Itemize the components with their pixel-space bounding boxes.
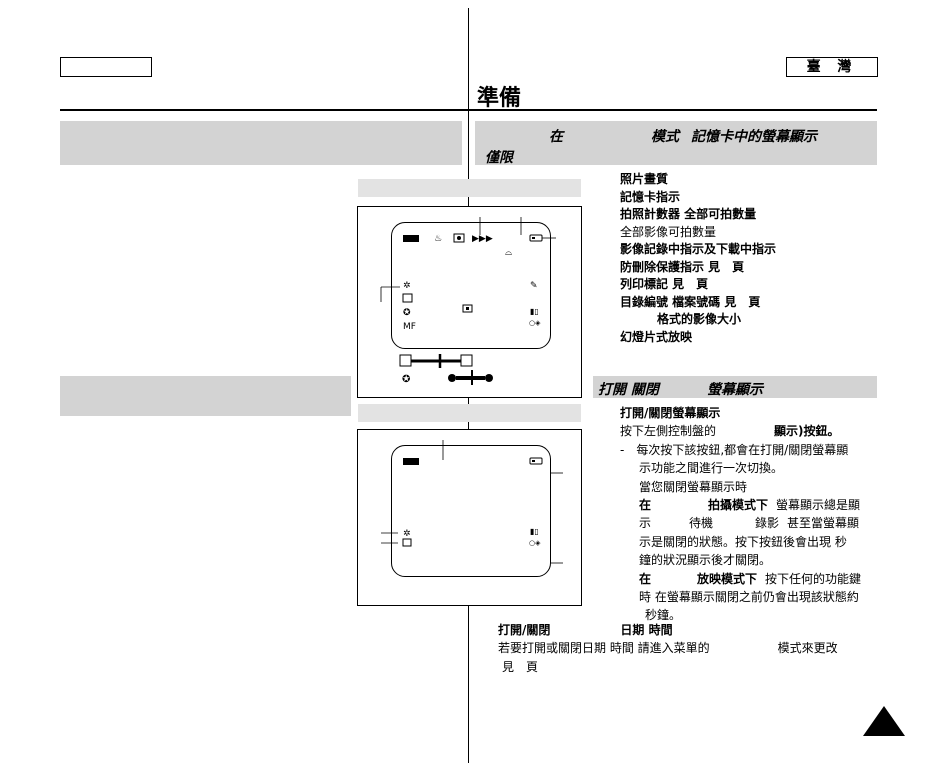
slider-left-box [399,354,412,367]
osd-list: 照片畫質 記憶卡指示 拍照計數器 全部可拍數量 全部影像可拍數量 影像記錄中指示… [620,171,776,346]
diagram-1-frame: ♨ ▶▶▶ ⌓ ✲ ✪ MF ✎ ▮▯ ○◈ ✪ [357,206,582,398]
slideshow-icon: ○◈ [529,539,541,547]
left-section-band-2 [60,376,351,416]
body-line: 拍攝模式下 [708,498,769,513]
body-line: 待機 [689,516,714,531]
band-text-mode: 模式 [651,129,679,145]
body-line: 鐘的狀況顯示後才關閉。 [639,553,772,568]
body-text-block: 打開/關閉螢幕顯示 按下左側控制盤的 顯示)按鈕。 - 每次按下該按鈕,都會在打開… [620,404,861,625]
memory-card-icon [529,457,543,465]
list-item: 幻燈片式放映 [620,329,693,344]
mf-label: MF [403,322,416,332]
dial-dot-left [448,374,456,382]
battery-icon [403,458,419,465]
date-time-line: 見 頁 [502,659,539,674]
list-item: 目錄編號 檔案號碼 見 頁 [620,294,761,309]
diagram-2-frame: ✲ ▮▯ ○◈ [357,429,582,606]
diagram-2-lcd [391,445,551,577]
list-item: 拍照計數器 全部可拍數量 [620,207,757,221]
picture-icon [402,293,413,303]
body-line: 秒鐘。 [645,608,682,623]
flash-icon: ✪ [403,308,411,318]
counter-icon: ⌓ [505,248,512,258]
band-text-in: 在 [549,129,563,145]
list-item: 記憶卡指示 [620,189,681,204]
date-time-heading-a: 打開/關閉 [498,623,551,637]
list-item: 格式的影像大小 [657,312,742,326]
date-time-line: 模式來更改 [777,641,838,656]
body-line: 示是關閉的狀態。按下按鈕後會出現 秒 [639,534,847,549]
body-line: 當您關閉螢幕顯示時 [639,479,748,494]
date-time-block: 打開/關閉 日期 時間 若要打開或關閉日期 時間 請進入菜單的 模式來更改 見 頁 [498,621,838,676]
list-item: 照片畫質 [620,172,669,186]
body-line: 在 [639,498,652,513]
camera-icon [453,233,465,243]
diagram-1-osd-icons: ♨ ▶▶▶ ⌓ ✲ ✪ MF ✎ ▮▯ ○◈ ✪ [380,217,556,385]
language-tab-left [60,57,152,77]
body-line: 螢幕顯示總是顯 [776,498,861,513]
diagram-2-osd-icons: ✲ ▮▯ ○◈ [381,440,563,564]
body-line: 按下任何的功能鍵 [765,571,862,586]
next-page-triangle-icon[interactable] [863,706,905,736]
joystick-icon: ✪ [402,374,410,385]
body-line: 按下左側控制盤的 [620,424,717,439]
body-line: 錄影 [755,516,780,531]
page-title: 準備 [477,86,522,111]
diagram-1-lcd [391,222,551,349]
body-heading: 打開/關閉螢幕顯示 [620,406,721,420]
band-text-only: 僅限 [485,150,513,166]
body-line: 甚至當螢幕顯 [787,516,860,531]
slider-right-box [460,354,473,367]
osd-toggle-band: 打開 關閉 螢幕顯示 [593,376,877,398]
date-time-heading-b: 日期 時間 [620,623,673,637]
body-line: 示功能之間進行一次切換。 [639,461,784,476]
quality-icon: ♨ [434,234,442,244]
brightness-icon: ✲ [403,529,411,539]
picture-icon [402,538,412,547]
body-line: - 每次按下該按鈕,都會在打開/關閉螢幕顯 [620,442,849,457]
list-item: 列印標記 見 頁 [620,277,709,291]
body-line: 示 [639,516,652,531]
band-text-card-display: 記憶卡中的螢幕顯示 [691,129,817,145]
body-line: 在 [639,571,652,586]
protect-icon: ▮▯ [530,307,539,316]
date-time-line: 若要打開或關閉日期 時間 請進入菜單的 [498,641,710,656]
body-line: 顯示)按鈕。 [774,424,840,439]
list-item: 影像記錄中指示及下載中指示 [620,242,777,256]
body-line: 放映模式下 [697,571,758,586]
diagram-1-caption-strip [358,179,581,197]
osd-toggle-title-a: 打開 關閉 [598,382,659,398]
language-tab-taiwan: 臺 灣 [786,57,878,77]
center-focus-icon [462,304,473,313]
osd-toggle-title-b: 螢幕顯示 [707,382,763,398]
diagram-2-caption-strip [358,404,581,422]
fast-forward-icon: ▶▶▶ [472,234,493,244]
slideshow-icon: ○◈ [529,319,541,327]
battery-icon [403,235,419,242]
left-section-band-1 [60,121,462,165]
stabilizer-icon: ✎ [530,281,538,291]
brightness-icon: ✲ [403,281,411,291]
list-item: 防刪除保護指示 見 頁 [620,259,745,274]
protect-icon: ▮▯ [530,527,539,536]
dial-dot-right [485,374,493,382]
memory-card-icon [529,234,543,242]
body-line: 時 在螢幕顯示關閉之前仍會出現該狀態約 [639,590,859,605]
list-item: 全部影像可拍數量 [620,224,717,239]
right-section-band: 在 模式 記憶卡中的螢幕顯示 僅限 [475,121,877,166]
